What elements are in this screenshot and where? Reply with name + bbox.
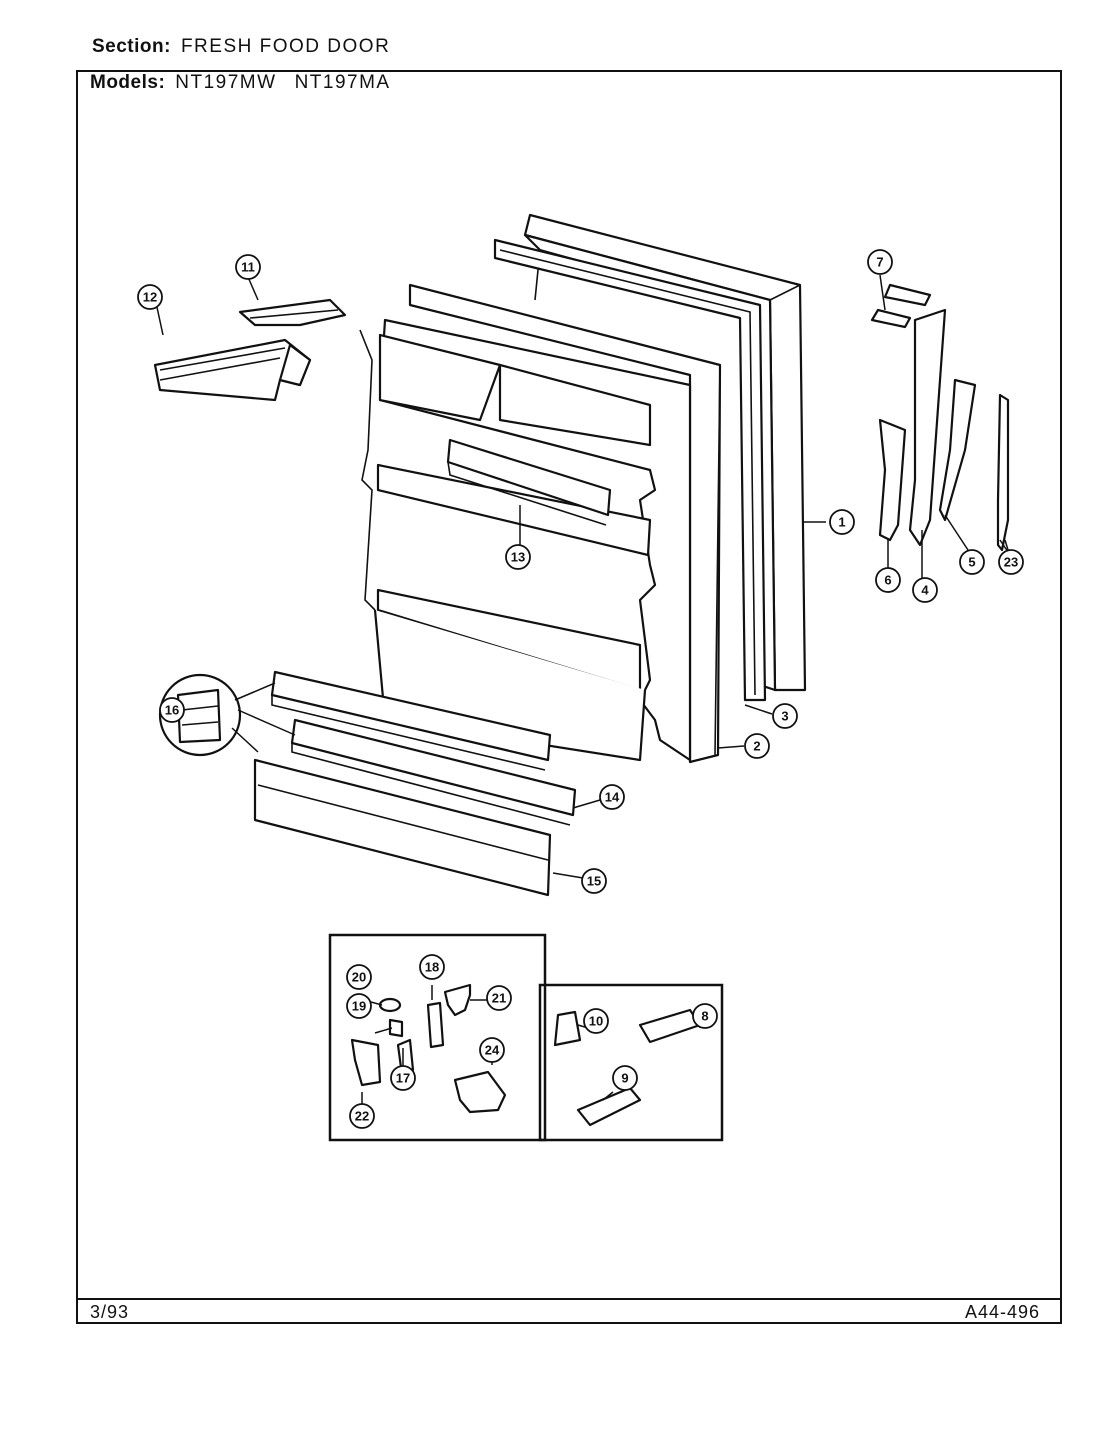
svg-text:18: 18 [425, 960, 439, 975]
callout-19: 19 [346, 993, 372, 1019]
svg-text:13: 13 [511, 550, 525, 565]
svg-text:5: 5 [968, 555, 975, 570]
inner-door-liner [408, 283, 722, 764]
callout-5: 5 [959, 549, 985, 575]
callout-13: 13 [505, 544, 531, 570]
svg-text:14: 14 [605, 790, 620, 805]
callout-20: 20 [346, 964, 372, 990]
svg-text:7: 7 [876, 255, 883, 270]
svg-text:23: 23 [1004, 555, 1018, 570]
footer-drawing-code: A44-496 [964, 1302, 1040, 1322]
callout-18: 18 [419, 954, 445, 980]
drawing-frame [76, 70, 1062, 1324]
callout-22: 22 [349, 1103, 375, 1129]
callout-10: 10 [583, 1008, 609, 1034]
svg-text:24: 24 [485, 1043, 500, 1058]
svg-text:20: 20 [352, 970, 366, 985]
callout-12: 12 [137, 284, 163, 310]
callout-15: 15 [581, 868, 607, 894]
section-value: FRESH FOOD DOOR [180, 36, 391, 57]
svg-text:1: 1 [838, 515, 845, 530]
model-2: NT197MA [294, 72, 391, 93]
callout-8: 8 [692, 1003, 718, 1029]
svg-text:9: 9 [621, 1071, 628, 1086]
callout-4: 4 [912, 577, 938, 603]
svg-text:12: 12 [143, 290, 157, 305]
model-1: NT197MW [175, 72, 277, 93]
shelf-bar [446, 438, 612, 526]
svg-text:10: 10 [589, 1014, 603, 1029]
svg-text:21: 21 [492, 991, 506, 1006]
callout-1: 1 [829, 509, 855, 535]
svg-text:3: 3 [781, 709, 788, 724]
door-liner-shelves [359, 318, 692, 762]
callout-7: 7 [867, 249, 893, 275]
footer-date: 3/93 [90, 1302, 130, 1322]
hinge-kit-box [328, 933, 547, 1142]
svg-text:4: 4 [921, 583, 929, 598]
hinge-parts-group [870, 283, 1010, 552]
svg-text:15: 15 [587, 874, 601, 889]
callout-3: 3 [772, 703, 798, 729]
hinge-kit-parts [350, 983, 507, 1114]
end-cap-detail [158, 673, 296, 757]
dairy-lid [238, 298, 347, 327]
callout-21: 21 [486, 985, 512, 1011]
section-label: Section: [92, 36, 171, 57]
callout-11: 11 [235, 254, 261, 280]
callout-16: 16 [159, 697, 185, 723]
section-title: Section: FRESH FOOD DOOR [92, 36, 390, 58]
svg-text:22: 22 [355, 1109, 369, 1124]
svg-text:19: 19 [352, 999, 366, 1014]
svg-text:8: 8 [701, 1009, 708, 1024]
svg-text:11: 11 [241, 260, 255, 275]
callout-24: 24 [479, 1037, 505, 1063]
shelf-bar-middle [290, 718, 577, 826]
shelf-bar-lower [253, 758, 552, 897]
callout-9: 9 [612, 1065, 638, 1091]
models-title: Models: NT197MW NT197MA [90, 72, 391, 94]
callout-23: 23 [998, 549, 1024, 575]
callout-17: 17 [390, 1065, 416, 1091]
svg-text:17: 17 [396, 1071, 410, 1086]
door-gasket [493, 238, 767, 702]
models-label: Models: [90, 72, 166, 93]
hardware-kit-parts [553, 1008, 702, 1127]
callout-14: 14 [599, 784, 625, 810]
svg-text:16: 16 [165, 703, 179, 718]
shelf-bar-upper [270, 670, 552, 771]
footer-rule [76, 1298, 1062, 1300]
svg-text:2: 2 [753, 739, 760, 754]
dairy-compartment [153, 338, 312, 402]
hardware-kit-box [538, 983, 724, 1142]
svg-text:6: 6 [884, 573, 891, 588]
callout-2: 2 [744, 733, 770, 759]
callout-6: 6 [875, 567, 901, 593]
